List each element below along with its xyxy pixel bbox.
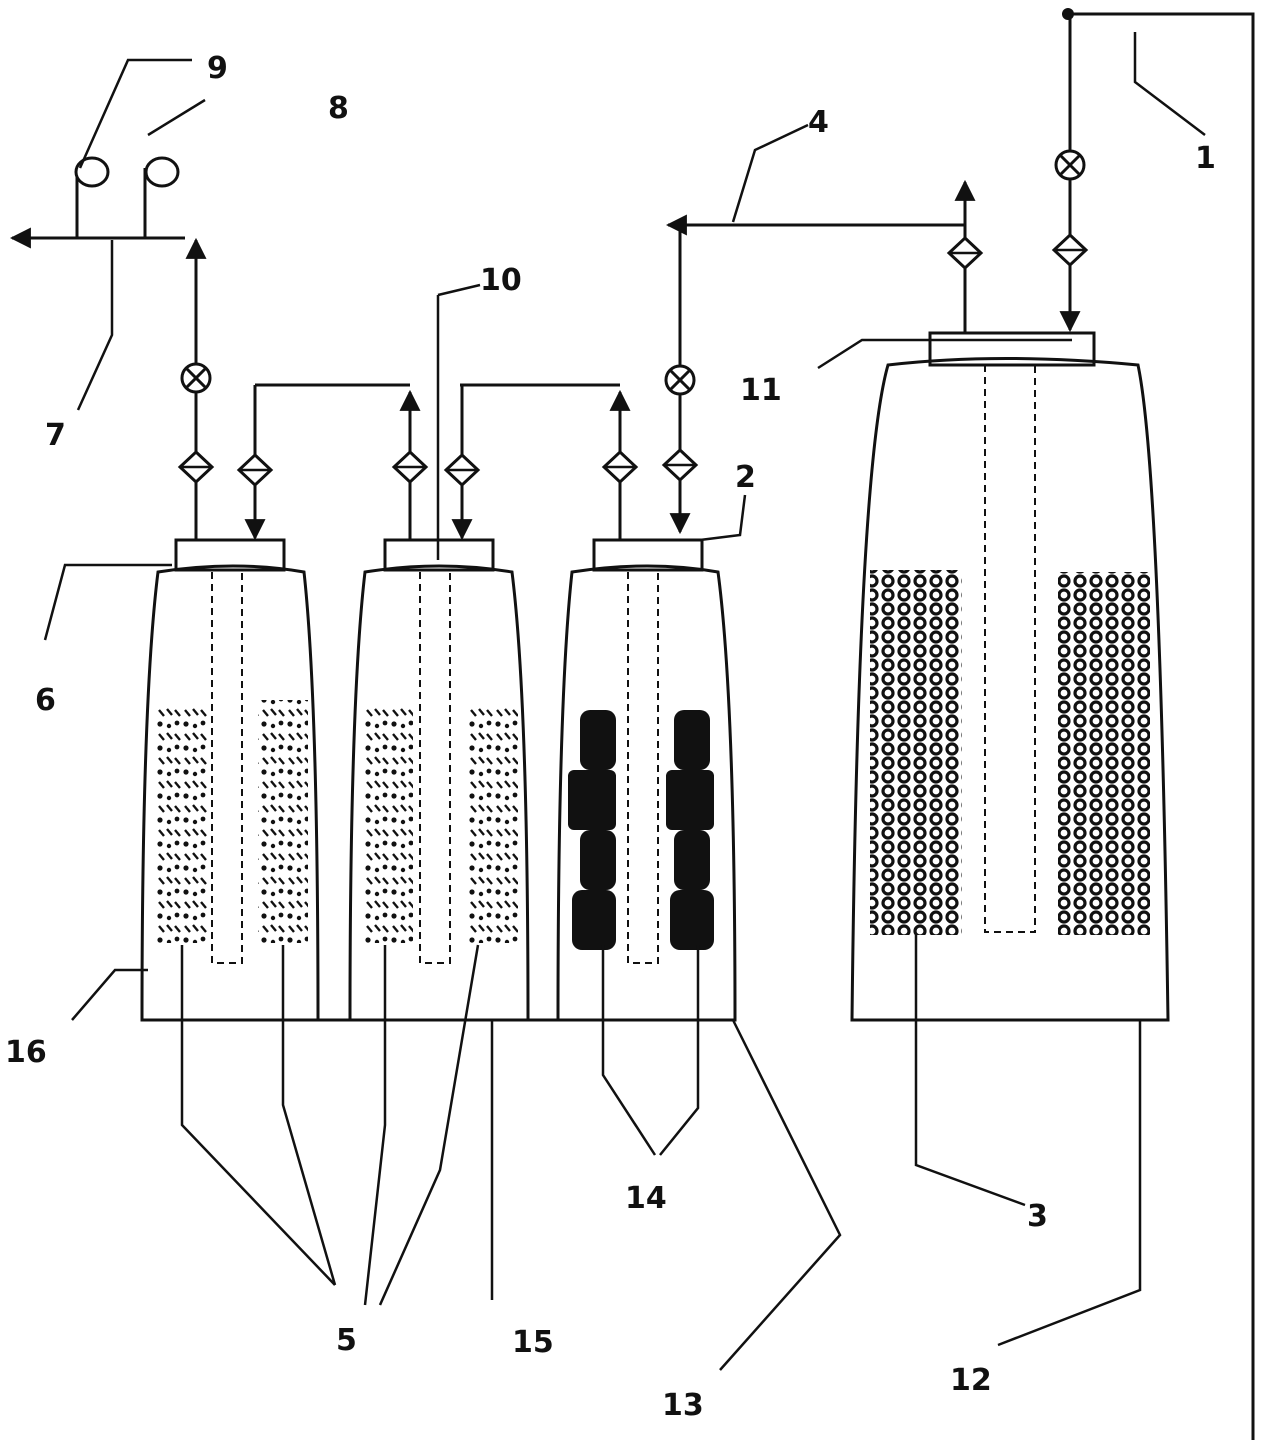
catalyst-blocks — [568, 710, 714, 950]
label-13: 13 — [662, 1388, 704, 1423]
vessel-15 — [348, 538, 530, 1022]
flowmeter-icon — [236, 452, 274, 488]
label-3: 3 — [1027, 1199, 1048, 1234]
flowmeter-icon — [177, 449, 215, 485]
valve-icon — [180, 362, 212, 394]
label-5: 5 — [336, 1323, 357, 1358]
flowmeter-icon — [946, 235, 984, 271]
label-10: 10 — [480, 263, 522, 298]
label-14: 14 — [625, 1181, 667, 1216]
flowmeter-icon — [1051, 232, 1089, 268]
label-15: 15 — [512, 1325, 554, 1360]
gauge-icon — [74, 156, 180, 188]
main-reactor-vessel — [850, 331, 1170, 1022]
label-6: 6 — [35, 683, 56, 718]
flowmeter-icon — [661, 447, 699, 483]
vessel-13 — [556, 538, 737, 1022]
valve-icon — [1054, 149, 1086, 181]
packing-right — [1058, 572, 1150, 935]
vessel-16 — [140, 538, 320, 1022]
label-12: 12 — [950, 1363, 992, 1398]
label-8: 8 — [328, 91, 349, 126]
packing-left — [870, 570, 962, 935]
label-7: 7 — [45, 418, 66, 453]
label-4: 4 — [808, 105, 829, 140]
flowmeter-icon — [443, 452, 481, 488]
flowmeter-icon — [391, 449, 429, 485]
flowmeter-icon — [601, 449, 639, 485]
label-2: 2 — [735, 460, 756, 495]
label-11: 11 — [740, 373, 782, 408]
label-9: 9 — [207, 51, 228, 86]
label-1: 1 — [1195, 141, 1216, 176]
label-16: 16 — [5, 1035, 47, 1070]
valve-icon — [664, 364, 696, 396]
